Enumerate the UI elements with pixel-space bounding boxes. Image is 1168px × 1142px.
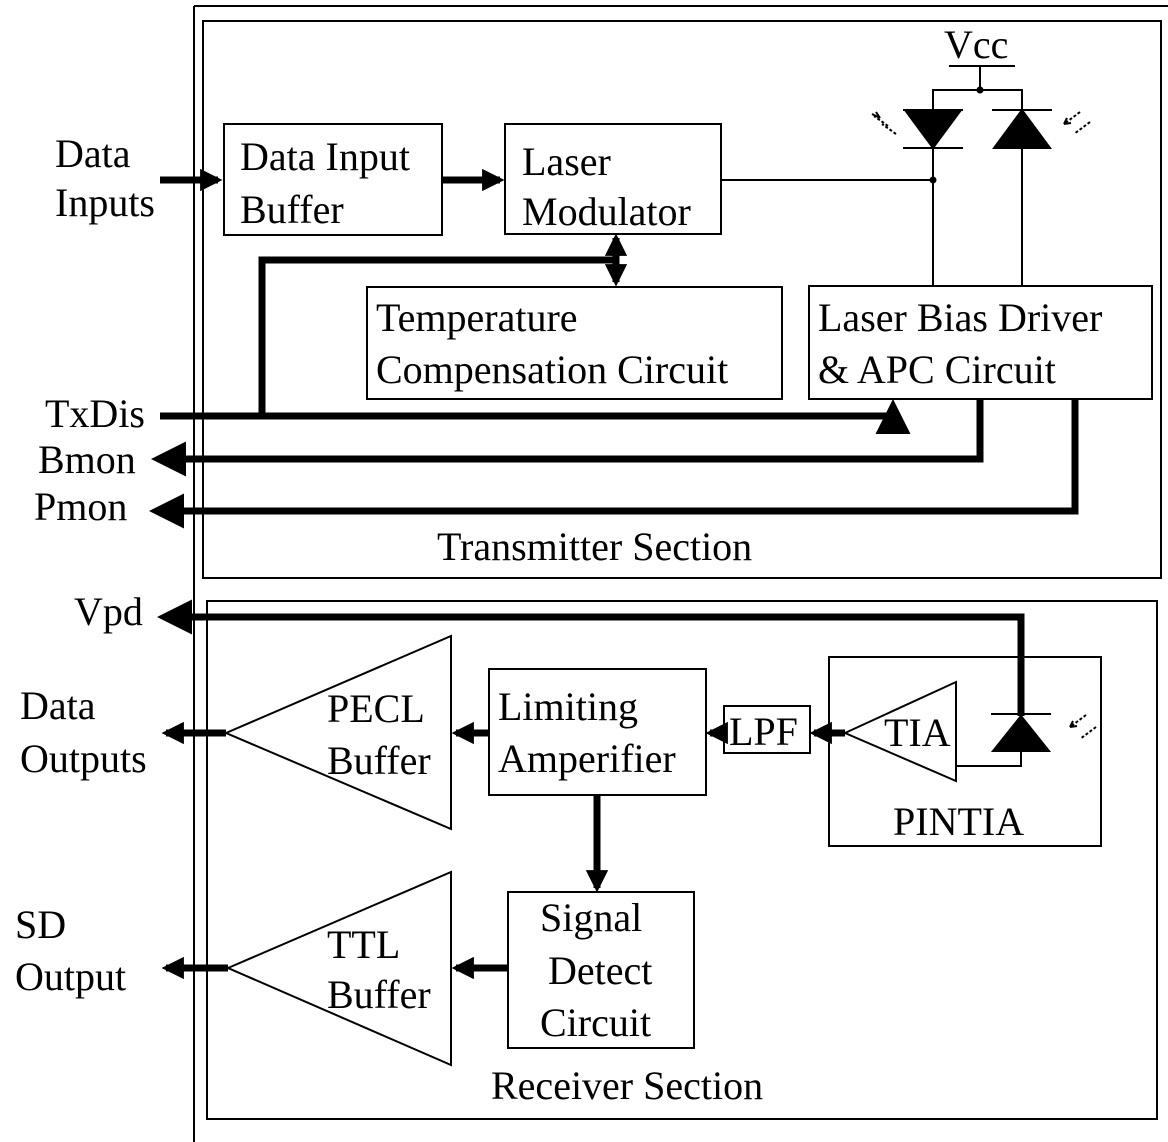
signal-detect-line2: Detect [548, 948, 652, 993]
data-outputs-label-line2: Outputs [20, 736, 147, 781]
laser-modulator-line2: Modulator [522, 189, 691, 234]
temperature-compensation-line1: Temperature [376, 295, 578, 340]
limiting-amplifier-line1: Limiting [498, 684, 638, 729]
pmon-signal-line [149, 399, 1079, 529]
laser-bias-driver-line1: Laser Bias Driver [818, 295, 1102, 340]
pmon-label: Pmon [34, 484, 127, 529]
receiver-section-label: Receiver Section [491, 1063, 763, 1108]
temperature-compensation-line2: Compensation Circuit [376, 347, 728, 392]
signal-detect-line1: Signal [540, 895, 642, 940]
pecl-buffer-line1: PECL [327, 686, 425, 731]
bmon-signal-line [151, 399, 984, 477]
pintia-block [828, 656, 1102, 847]
laser-bias-driver-line2: & APC Circuit [818, 347, 1056, 392]
pintia-label: PINTIA [893, 799, 1024, 844]
data-inputs-label-line2: Inputs [55, 180, 155, 225]
txdis-label: TxDis [45, 391, 145, 436]
bmon-label: Bmon [38, 437, 136, 482]
vpd-label: Vpd [74, 589, 143, 634]
pecl-buffer-amplifier [223, 634, 452, 831]
data-input-buffer-line1: Data Input [240, 134, 410, 179]
monitor-photodiode-icon [992, 108, 1091, 286]
data-input-buffer-line2: Buffer [240, 187, 344, 232]
tia-label: TIA [884, 710, 951, 755]
vcc-branch [932, 89, 1023, 110]
data-outputs-label-line1: Data [20, 683, 96, 728]
receiver-section-frame [206, 600, 1158, 1120]
transmitter-section-frame [202, 20, 1162, 579]
data-inputs-label-line1: Data [55, 131, 131, 176]
pin-photodiode-icon [956, 713, 1097, 767]
txdis-bus-to-modulator [258, 256, 616, 416]
signal-detect-line3: Circuit [540, 1000, 651, 1045]
vpd-line [157, 599, 1025, 716]
sd-output-label-line1: SD [15, 902, 66, 947]
vcc-label: Vcc [944, 22, 1008, 67]
sd-output-label-line2: Output [15, 954, 126, 999]
ttl-buffer-line1: TTL [327, 922, 400, 967]
laser-modulator-line1: Laser [522, 139, 611, 184]
tia-amplifier [842, 680, 957, 783]
txdis-to-bias-driver [160, 399, 911, 434]
lpf-label: LPF [729, 709, 798, 754]
limiting-amplifier-line2: Amperifier [498, 736, 676, 781]
transmitter-section-label: Transmitter Section [437, 524, 752, 569]
temperature-compensation-block [366, 286, 783, 400]
ttl-buffer-line2: Buffer [327, 972, 431, 1017]
ttl-buffer-amplifier [225, 870, 452, 1067]
pecl-buffer-line2: Buffer [327, 738, 431, 783]
module-outline [193, 5, 1168, 1142]
laser-diode-icon [871, 109, 963, 286]
